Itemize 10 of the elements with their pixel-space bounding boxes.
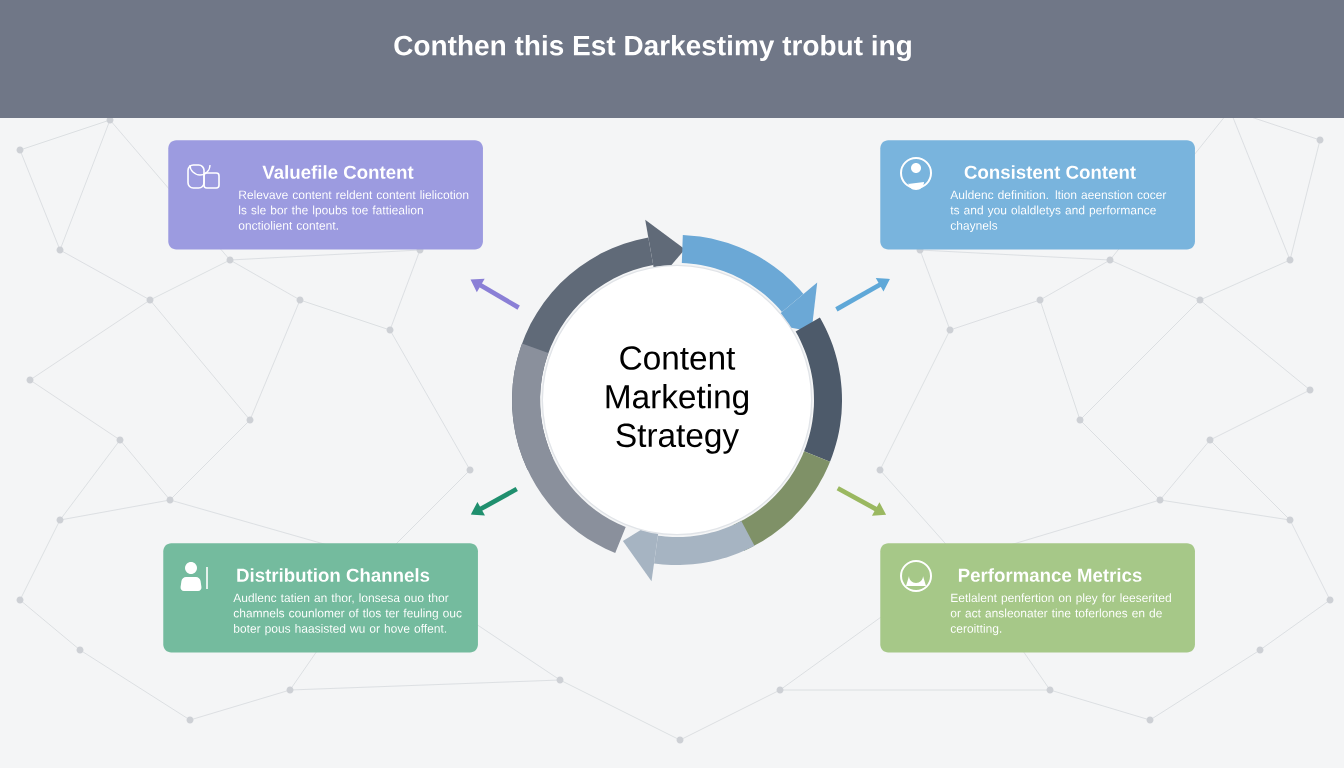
card-text: Auldenc definition. ltion aeenstion cocer ts and you olaldletys and performance chaynels — [950, 190, 1167, 233]
card-heading: Valuefile Content — [262, 165, 414, 179]
card-heading: Consistent Content — [964, 165, 1136, 179]
card-text: Audlenc tatien an thor, lonsesa ouo thor chamnels counlomer of tlos ter feuling ouc boter pous haasisted wu or hove offent. — [233, 593, 462, 636]
card-text: Relevave content reldent content lielicotion ls sle bor the lpoubs toe fattiealion onctiolient content. — [238, 190, 469, 230]
card-text: Eetlalent penfertion on pley for leeserited or act ansleonater tine toferlones en de ceroitting. — [950, 593, 1171, 636]
title: Conthen this Est Darkestimy trobut ing — [394, 34, 911, 62]
arrow — [835, 278, 890, 312]
card-heading: Performance Metrics — [958, 568, 1142, 582]
card-heading: Distribution Channels — [237, 568, 430, 582]
